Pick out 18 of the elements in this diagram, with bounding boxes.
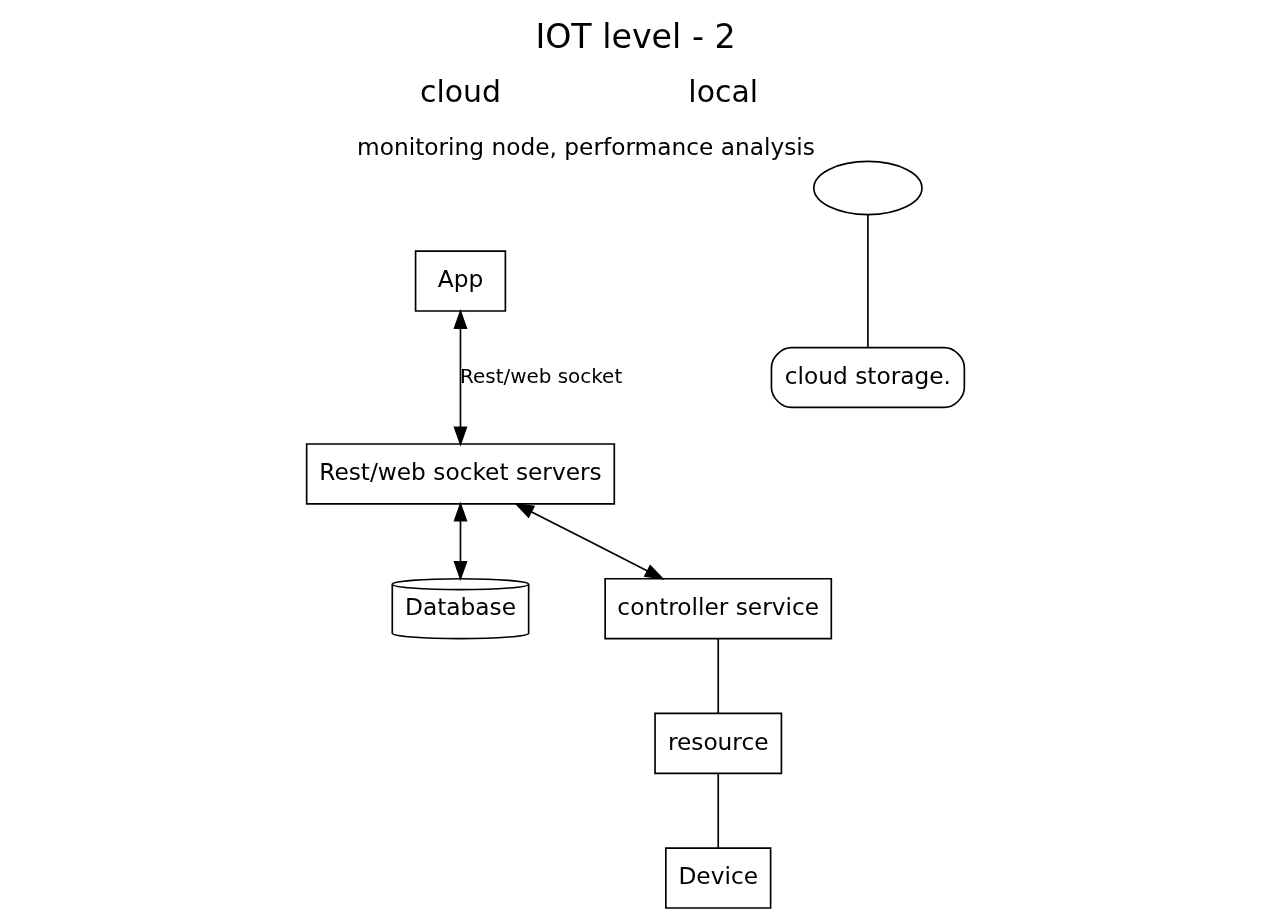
connector bbox=[717, 638, 720, 715]
node-box: App bbox=[414, 250, 507, 312]
diagram-title: IOT level - 2 bbox=[535, 17, 736, 57]
connector bbox=[717, 772, 720, 849]
node-label: monitoring node, performance analysis bbox=[357, 133, 815, 161]
arrow bbox=[453, 501, 468, 582]
arrow bbox=[453, 309, 468, 447]
arrow bbox=[514, 503, 665, 580]
label: cloud bbox=[419, 74, 501, 110]
node-box: controller service bbox=[604, 577, 833, 640]
connector bbox=[867, 213, 869, 349]
node-box: resource bbox=[654, 712, 783, 775]
node-ellipse bbox=[813, 160, 923, 216]
node-box: Rest/web socket servers bbox=[305, 443, 616, 505]
node-box: cloud storage. bbox=[770, 346, 966, 409]
node-box: Device bbox=[665, 847, 772, 909]
label: local bbox=[688, 74, 759, 110]
edge-label: Rest/web socket bbox=[460, 363, 623, 388]
